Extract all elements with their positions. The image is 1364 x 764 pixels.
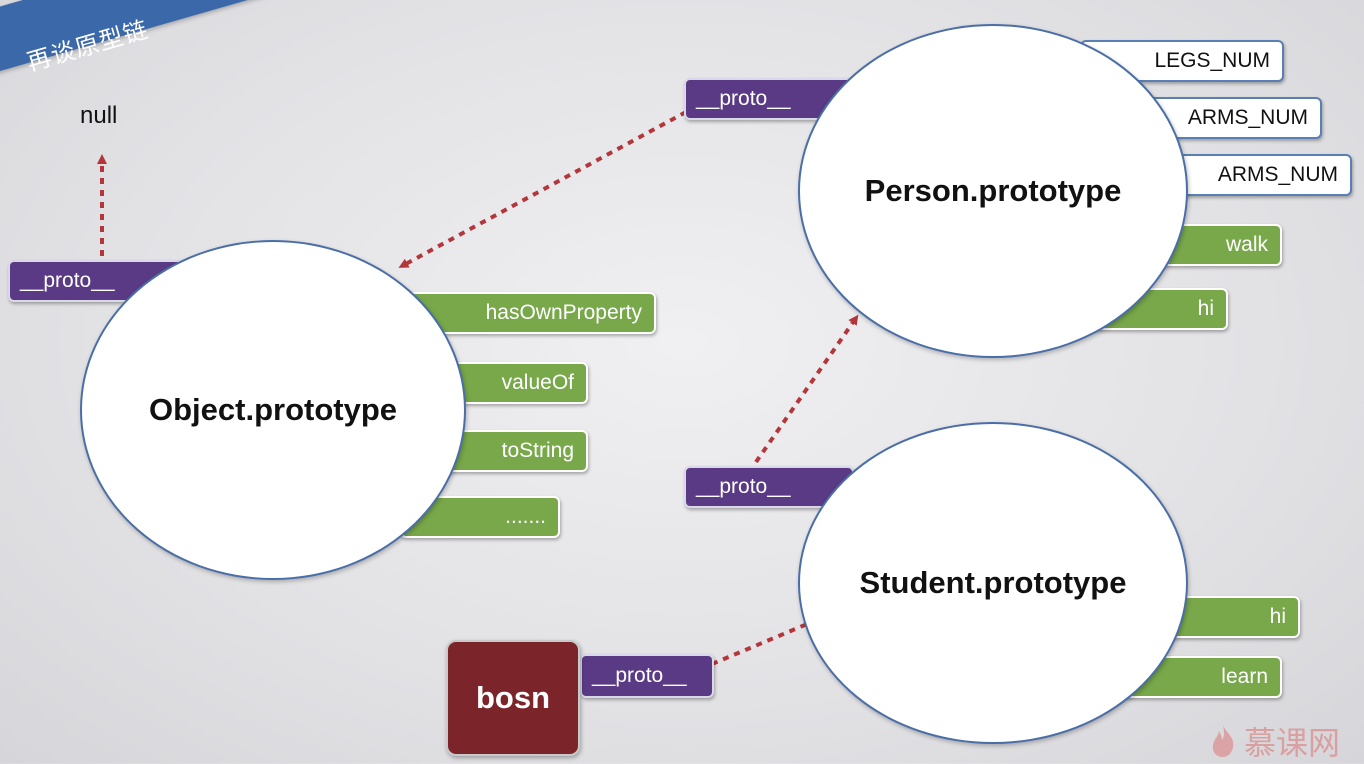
cursor-highlight [838,520,954,636]
null-label: null [80,102,118,129]
arrow-person-to-object [398,110,687,268]
watermark-logo: 慕课网 [1208,718,1340,764]
arrow-student-to-person [754,314,859,464]
flame-icon [1212,725,1234,757]
bosn-instance: bosn [446,640,580,756]
member-hasownproperty: hasOwnProperty [400,292,656,334]
bosn-proto-tab: __proto__ [580,654,714,698]
student-prototype-node: Student.prototype [798,422,1188,744]
object-prototype-node: Object.prototype [80,240,466,580]
person-prototype-node: Person.prototype [798,24,1188,358]
arrow-bosn-to-student [711,619,816,666]
person-proto-tab: __proto__ [684,78,854,120]
